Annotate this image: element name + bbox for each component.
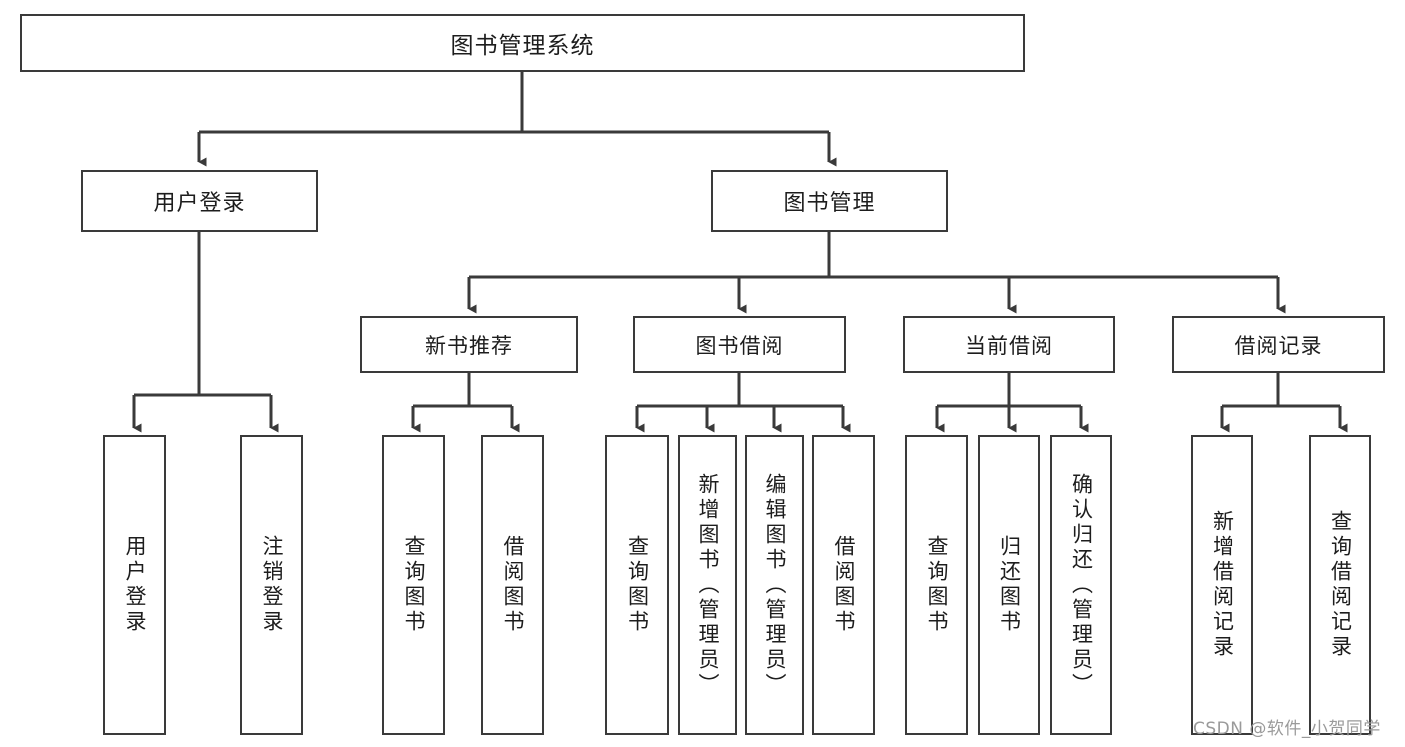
leaf-current-confirm-return-admin[interactable]: 确认归还（管理员） bbox=[1050, 435, 1112, 735]
node-label: 注销登录 bbox=[260, 535, 284, 635]
node-label: 查询借阅记录 bbox=[1328, 510, 1353, 660]
node-borrow-record[interactable]: 借阅记录 bbox=[1172, 316, 1385, 373]
leaf-borrow-borrow-book[interactable]: 借阅图书 bbox=[812, 435, 875, 735]
node-root-system[interactable]: 图书管理系统 bbox=[20, 14, 1025, 72]
csdn-watermark: CSDN @软件_小贺同学 bbox=[1193, 719, 1381, 739]
leaf-current-return-book[interactable]: 归还图书 bbox=[978, 435, 1040, 735]
node-label: 借阅图书 bbox=[501, 535, 525, 635]
node-label: 图书借阅 bbox=[695, 333, 784, 358]
leaf-user-login-logout[interactable]: 注销登录 bbox=[240, 435, 303, 735]
leaf-borrow-query-book[interactable]: 查询图书 bbox=[605, 435, 669, 735]
node-label: 查询图书 bbox=[625, 535, 650, 635]
node-book-borrow[interactable]: 图书借阅 bbox=[633, 316, 846, 373]
leaf-borrow-add-book-admin[interactable]: 新增图书（管理员） bbox=[678, 435, 737, 735]
node-new-book-recommend[interactable]: 新书推荐 bbox=[360, 316, 578, 373]
node-label: 当前借阅 bbox=[965, 333, 1053, 358]
node-label: 借阅图书 bbox=[832, 535, 856, 635]
leaf-user-login-login[interactable]: 用户登录 bbox=[103, 435, 166, 735]
node-label: 用户登录 bbox=[123, 535, 147, 635]
node-label: 查询图书 bbox=[925, 535, 949, 635]
node-label: 新增借阅记录 bbox=[1210, 510, 1235, 660]
leaf-record-add-record[interactable]: 新增借阅记录 bbox=[1191, 435, 1253, 735]
node-label: 编辑图书（管理员） bbox=[763, 472, 787, 698]
leaf-recommend-query-book[interactable]: 查询图书 bbox=[382, 435, 445, 735]
node-label: 图书管理系统 bbox=[450, 33, 595, 59]
node-user-login[interactable]: 用户登录 bbox=[81, 170, 318, 232]
leaf-recommend-borrow-book[interactable]: 借阅图书 bbox=[481, 435, 544, 735]
node-label: 借阅记录 bbox=[1234, 333, 1323, 358]
leaf-record-query-record[interactable]: 查询借阅记录 bbox=[1309, 435, 1371, 735]
node-label: 新增图书（管理员） bbox=[696, 472, 720, 698]
node-label: 确认归还（管理员） bbox=[1069, 472, 1094, 698]
node-book-management[interactable]: 图书管理 bbox=[711, 170, 948, 232]
node-label: 归还图书 bbox=[997, 535, 1022, 635]
node-current-borrow[interactable]: 当前借阅 bbox=[903, 316, 1115, 373]
node-label: 用户登录 bbox=[153, 191, 246, 216]
node-label: 查询图书 bbox=[402, 535, 426, 635]
leaf-current-query-book[interactable]: 查询图书 bbox=[905, 435, 968, 735]
node-label: 新书推荐 bbox=[425, 333, 513, 358]
leaf-borrow-edit-book-admin[interactable]: 编辑图书（管理员） bbox=[745, 435, 804, 735]
node-label: 图书管理 bbox=[783, 191, 876, 216]
